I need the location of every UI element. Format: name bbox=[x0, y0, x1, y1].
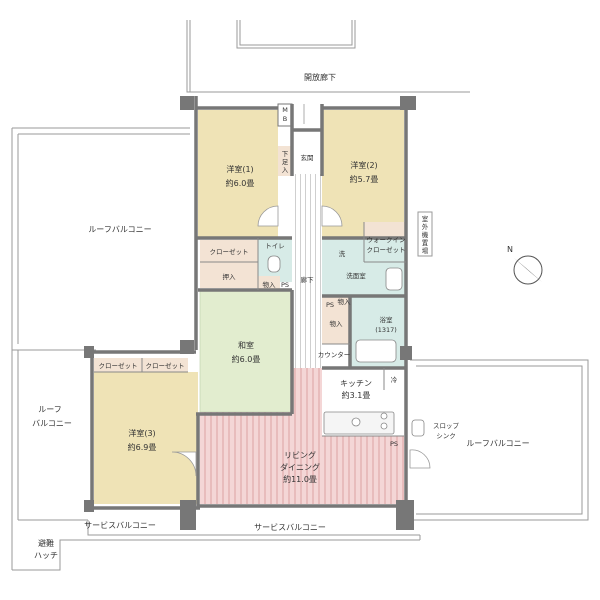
label-roof-left-lower-2: バルコニー bbox=[32, 419, 72, 428]
label-outdoor-4: 置 bbox=[422, 239, 429, 247]
label-mb-1: M bbox=[282, 106, 288, 114]
label-service-balcony-mid: サービスバルコニー bbox=[254, 523, 326, 532]
thin-lines bbox=[94, 222, 406, 437]
washbasin bbox=[385, 267, 403, 291]
label-slop-2: シンク bbox=[436, 432, 456, 440]
western-room-3 bbox=[94, 372, 198, 504]
hallway-floor bbox=[292, 174, 322, 369]
service-balcony-outline bbox=[12, 520, 421, 571]
label-living-2: ダイニング bbox=[280, 462, 320, 472]
open-corridor-outline bbox=[186, 20, 470, 93]
label-roof-balcony-right: ルーフバルコニー bbox=[466, 439, 529, 448]
label-washroom: 洗面室 bbox=[346, 271, 366, 280]
label-north: N bbox=[507, 245, 513, 254]
label-western2-name: 洋室(2) bbox=[350, 160, 377, 170]
roof-balcony-right-outline bbox=[410, 359, 589, 521]
label-storage-3: 物入 bbox=[330, 319, 344, 328]
label-mb-2: B bbox=[283, 115, 287, 123]
label-storage-1: 物入 bbox=[263, 280, 277, 289]
door-swings bbox=[171, 104, 431, 477]
closet-room1 bbox=[200, 240, 258, 262]
label-outdoor-2: 外 bbox=[422, 222, 429, 231]
label-roof-balcony-left: ルーフバルコニー bbox=[88, 225, 151, 234]
entrance-floor bbox=[292, 130, 322, 174]
label-walkin-1: ウォークイン bbox=[367, 236, 406, 244]
japanese-room bbox=[199, 289, 293, 413]
label-service-balcony-left: サービスバルコニー bbox=[84, 521, 156, 530]
label-closet-room3-a: クローゼット bbox=[99, 361, 138, 370]
label-wash-short: 洗 bbox=[339, 249, 346, 258]
label-western2-size: 約5.7畳 bbox=[350, 174, 379, 184]
north-compass bbox=[513, 255, 543, 285]
bathtub bbox=[355, 339, 397, 363]
roof-balcony-left-lower-outline bbox=[11, 350, 88, 570]
shoe-cabinet bbox=[278, 146, 292, 176]
label-western3-name: 洋室(3) bbox=[128, 428, 155, 438]
fixtures bbox=[267, 255, 425, 437]
label-entrance: 玄関 bbox=[301, 153, 314, 162]
label-shoebox-2: 足 bbox=[282, 158, 289, 166]
label-storage-2: 物入 bbox=[338, 297, 352, 306]
storage-cell-1 bbox=[258, 276, 280, 290]
label-japanese-name: 和室 bbox=[238, 340, 254, 350]
closet-room3-b bbox=[142, 358, 188, 372]
oshiire-cell bbox=[200, 262, 258, 288]
label-roof-left-lower-1: ルーフ bbox=[38, 405, 62, 414]
label-western1-size: 約6.0畳 bbox=[226, 178, 255, 188]
label-fridge: 冷 bbox=[391, 375, 398, 384]
label-outdoor-5: 場 bbox=[422, 246, 429, 255]
label-counter: カウンター bbox=[318, 350, 351, 359]
label-japanese-size: 約6.0畳 bbox=[232, 354, 261, 364]
label-outdoor-3: 機 bbox=[422, 230, 429, 239]
walls bbox=[90, 96, 410, 510]
label-shoebox-1: 下 bbox=[282, 150, 289, 158]
outdoor-unit-space bbox=[417, 211, 433, 257]
label-western1-name: 洋室(1) bbox=[226, 164, 253, 174]
label-hatch-1: 避難 bbox=[38, 538, 54, 548]
label-hatch-2: ハッチ bbox=[34, 551, 58, 560]
label-closet-room1: クローゼット bbox=[210, 247, 249, 256]
label-ps-3: PS bbox=[390, 440, 398, 448]
label-bath-size: (1317) bbox=[375, 326, 397, 334]
label-kitchen-size: 約3.1畳 bbox=[342, 390, 371, 400]
label-ps-2: PS bbox=[326, 301, 334, 309]
label-slop-1: スロップ bbox=[433, 422, 460, 430]
label-open-corridor: 開放廊下 bbox=[304, 72, 336, 82]
closet-room3-a bbox=[94, 358, 142, 372]
label-outdoor-1: 室 bbox=[422, 214, 429, 223]
label-oshiire: 押入 bbox=[223, 272, 237, 281]
label-western3-size: 約6.9畳 bbox=[128, 442, 157, 452]
label-walkin-2: クローゼット bbox=[367, 245, 406, 254]
label-living-1: リビング bbox=[284, 450, 316, 460]
label-closet-room3-b: クローゼット bbox=[146, 361, 185, 370]
storage-cell-2 bbox=[322, 296, 350, 344]
label-living-size: 約11.0畳 bbox=[283, 474, 317, 484]
label-toilet: トイレ bbox=[265, 242, 285, 250]
label-bathroom: 浴室 bbox=[380, 315, 394, 324]
slop-sink bbox=[411, 419, 425, 437]
label-shoebox-3: 入 bbox=[282, 166, 289, 174]
label-hallway: 廊下 bbox=[301, 275, 315, 284]
label-ps-1: PS bbox=[281, 281, 289, 289]
living-dining-room bbox=[200, 368, 404, 504]
toilet-fixture bbox=[267, 255, 281, 273]
roof-balcony-left-outline bbox=[11, 127, 190, 351]
label-kitchen-name: キッチン bbox=[340, 379, 372, 388]
wall-blocks bbox=[84, 96, 416, 530]
